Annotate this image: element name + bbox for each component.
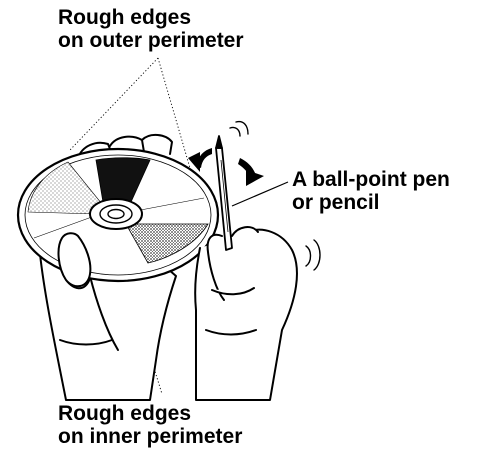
label-inner-line-1: Rough edges — [58, 402, 242, 425]
leader-outer-left — [70, 58, 158, 150]
label-outer-line-1: Rough edges — [58, 6, 244, 29]
leader-pen — [232, 182, 288, 206]
label-outer-perimeter: Rough edges on outer perimeter — [58, 6, 244, 52]
disc-icon — [18, 149, 218, 281]
label-pen-line-1: A ball-point pen — [292, 168, 450, 191]
label-pen-line-2: or pencil — [292, 191, 450, 214]
label-inner-line-2: on inner perimeter — [58, 425, 242, 448]
label-pen: A ball-point pen or pencil — [292, 168, 450, 214]
label-outer-line-2: on outer perimeter — [58, 29, 244, 52]
right-hand-icon — [195, 227, 297, 400]
pen-icon — [216, 136, 232, 250]
label-inner-perimeter: Rough edges on inner perimeter — [58, 402, 242, 448]
